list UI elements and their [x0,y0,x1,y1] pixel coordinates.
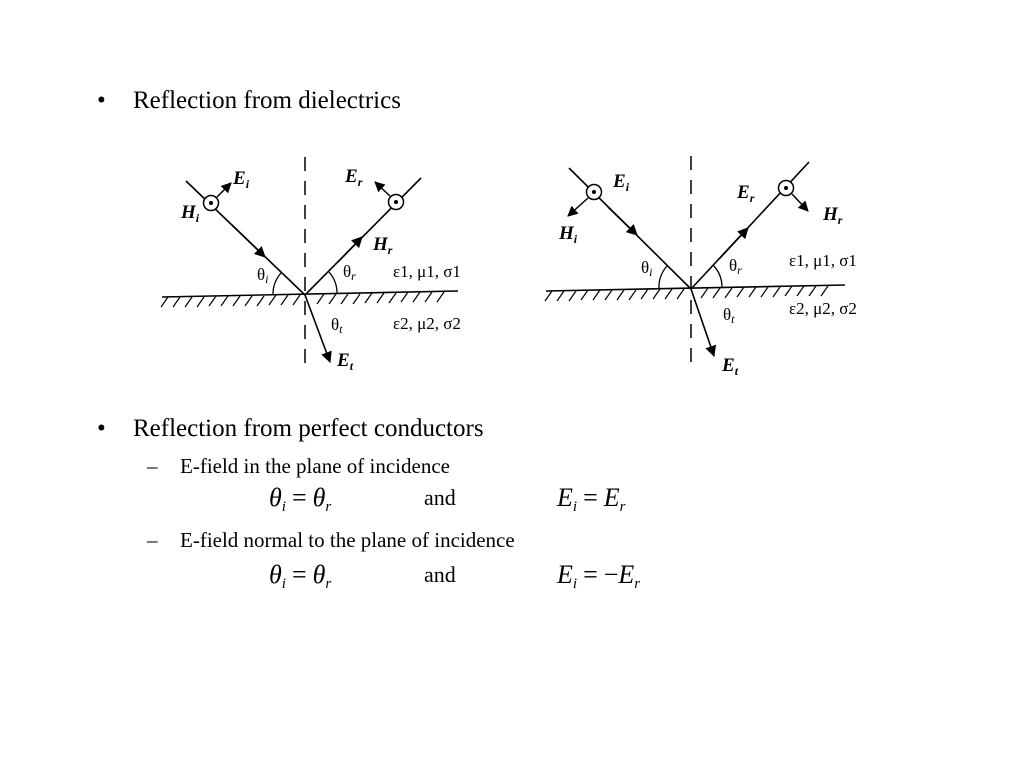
angle-arc-reflected [712,264,723,289]
label-h-incident: Hi [180,202,200,225]
subbullet-marker: – [147,528,158,552]
bullet-marker: • [97,415,106,442]
label-e-reflected: Er [736,182,755,205]
transmitted-ray [690,288,717,358]
label-medium-2: ε2, μ2, σ2 [393,314,461,333]
label-e-incident: Ei [232,168,250,191]
label-e-transmitted: Et [336,350,354,373]
equation-conjunction-2: and [424,562,456,587]
angle-arc-reflected [328,271,338,295]
label-h-reflected: Hr [372,234,393,257]
equation-field-2: Ei=−Er [557,560,641,592]
incident-e-vector [216,182,232,198]
equation-conjunction-1: and [424,485,456,510]
subbullet-text: E-field normal to the plane of incidence [180,528,515,552]
diagram-left: Ei Hi Er Hr Et θi θr θt ε1, μ1, σ1 ε2, μ… [160,157,461,373]
incident-arrow [231,224,266,258]
equation-field-1: Ei=Er [557,483,626,515]
label-theta-transmitted: θt [723,305,735,326]
label-theta-reflected: θr [729,256,742,277]
bullet-text: Reflection from dielectrics [133,87,401,114]
label-e-incident: Ei [612,171,630,194]
label-medium-2: ε2, μ2, σ2 [789,299,857,318]
interface-hatching [160,291,445,308]
incident-h-vector [567,197,589,217]
label-e-transmitted: Et [721,355,739,378]
subbullet-marker: – [147,454,158,478]
equation-angle-2: θi=θr [269,560,332,592]
angle-arc-incident [272,272,282,296]
label-theta-incident: θi [257,265,269,286]
interface-line [161,290,459,298]
label-theta-incident: θi [641,258,653,279]
angle-arc-incident [658,265,668,290]
bullet-marker: • [97,87,106,114]
incident-arrow [607,206,638,236]
subbullet-text: E-field in the plane of incidence [180,454,450,478]
label-medium-1: ε1, μ1, σ1 [393,262,461,281]
reflected-arrow [337,236,363,263]
label-medium-1: ε1, μ1, σ1 [789,251,857,270]
bullet-text: Reflection from perfect conductors [133,415,484,442]
label-h-reflected: Hr [822,204,843,227]
label-h-incident: Hi [558,223,578,246]
reflected-e-vector [374,181,391,197]
interface-hatching [544,285,829,302]
label-e-reflected: Er [344,166,363,189]
label-theta-transmitted: θt [331,315,343,336]
interface-line [545,284,846,292]
reflection-diagrams: Ei Hi Er Hr Et θi θr θt ε1, μ1, σ1 ε2, μ… [160,156,857,378]
label-theta-reflected: θr [343,262,356,283]
reflected-arrow [719,227,749,259]
diagram-right: Ei Hi Er Hr Et θi θr θt ε1, μ1, σ1 ε2, μ… [544,156,857,378]
reflected-h-vector [791,193,809,212]
transmitted-ray [304,294,332,364]
equation-angle-1: θi=θr [269,483,332,515]
